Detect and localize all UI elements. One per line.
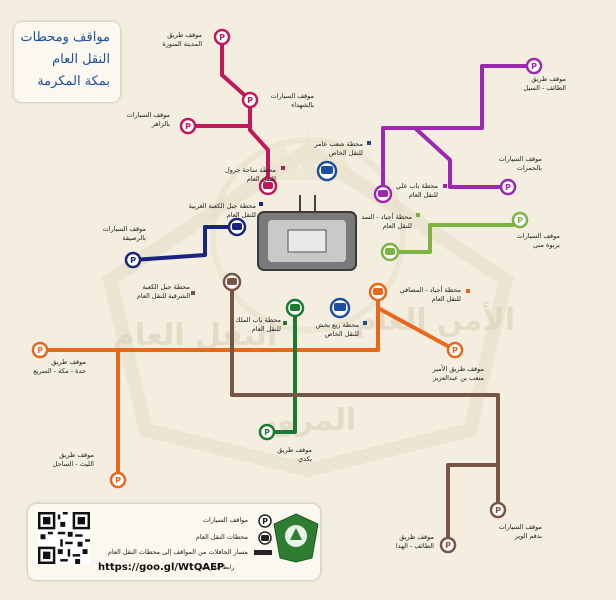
svg-text:P: P (445, 541, 451, 550)
bus-ajyad-masafi[interactable] (368, 282, 388, 302)
marker-kaaba-east (191, 291, 195, 295)
svg-text:P: P (247, 96, 253, 105)
bus-bab-malik[interactable] (285, 298, 305, 318)
parking-jeddah[interactable]: P (31, 341, 49, 359)
parking-shuhada[interactable]: P (241, 91, 259, 109)
bus-rea-bakhsh[interactable] (329, 297, 351, 319)
watermark-left: النقل العام (113, 318, 277, 353)
marker-shaab-amer (367, 141, 371, 145)
svg-text:P: P (262, 517, 268, 526)
map-link-label: رابط الخريطة: (198, 564, 235, 571)
svg-text:P: P (264, 428, 270, 437)
parking-wabr[interactable]: P (489, 501, 507, 519)
svg-text:P: P (495, 506, 501, 515)
svg-text:P: P (185, 122, 191, 131)
traffic-police-logo (273, 513, 319, 563)
bus-ajyad-sad[interactable] (380, 242, 400, 262)
svg-text:P: P (452, 346, 458, 355)
qr-code[interactable] (38, 512, 90, 564)
route-purple-branch (413, 126, 508, 189)
route-brown-branch (446, 463, 498, 545)
parking-bakkah[interactable]: P (258, 423, 276, 441)
map-url-link[interactable]: https://goo.gl/WtQAEP (98, 562, 225, 573)
watermark-right: الأمن العام (355, 301, 515, 338)
marker-rea-bakhsh (363, 321, 367, 325)
bus-kaaba-east[interactable] (222, 272, 242, 292)
map-title-box: مواقف ومحطات النقل العام بمكة المكرمة (14, 22, 120, 102)
bus-kaaba-west[interactable] (227, 217, 247, 237)
route-orange-vert (377, 306, 456, 352)
route-orange (40, 292, 380, 352)
marker-jarwal (281, 166, 285, 170)
route-navy (132, 225, 237, 262)
bus-icon (258, 531, 272, 545)
legend-panel: P مواقف السيارات محطات النقل العام مسار … (28, 504, 320, 580)
title-line2: النقل العام (52, 52, 110, 67)
parking-lith[interactable]: P (109, 471, 127, 489)
legend-bus-label: محطات النقل العام (195, 533, 248, 541)
parking-rusaifa[interactable]: P (124, 251, 142, 269)
parking-madinah[interactable]: P (213, 28, 231, 46)
svg-text:P: P (531, 62, 537, 71)
svg-text:P: P (130, 256, 136, 265)
legend-route-label: مسار الحافلات من المواقف إلى محطات النقل… (107, 548, 248, 556)
bus-bab-ali[interactable] (373, 184, 393, 204)
parking-jamarat[interactable]: P (499, 178, 517, 196)
parking-zahir[interactable]: P (179, 117, 197, 135)
marker-bab-malik (283, 321, 287, 325)
legend-parking-label: مواقف السيارات (202, 516, 248, 524)
haram-building (257, 195, 357, 271)
svg-text:P: P (115, 476, 121, 485)
bus-jarwal[interactable] (258, 176, 278, 196)
parking-p-icon: P (258, 514, 272, 528)
route-purple (381, 64, 534, 194)
title-line3: بمكة المكرمة (37, 74, 110, 89)
marker-bab-ali (443, 184, 447, 188)
route-darkgreen (267, 308, 297, 434)
route-pink (220, 37, 270, 186)
parking-mina[interactable]: P (511, 211, 529, 229)
svg-text:P: P (219, 33, 225, 42)
svg-text:P: P (505, 183, 511, 192)
marker-ajyad-sad (416, 213, 420, 217)
title-line1: مواقف ومحطات (20, 30, 110, 45)
route-brown (230, 282, 500, 510)
bus-shaab-amer[interactable] (316, 160, 338, 182)
svg-text:P: P (37, 346, 43, 355)
parking-ameer-mutib[interactable]: P (446, 341, 464, 359)
route-line-swatch (254, 550, 272, 555)
parking-taif-sail[interactable]: P (525, 57, 543, 75)
marker-ajyad-masafi (466, 289, 470, 293)
marker-kaaba-west (259, 202, 263, 206)
parking-taif-hada[interactable]: P (439, 536, 457, 554)
svg-text:P: P (517, 216, 523, 225)
